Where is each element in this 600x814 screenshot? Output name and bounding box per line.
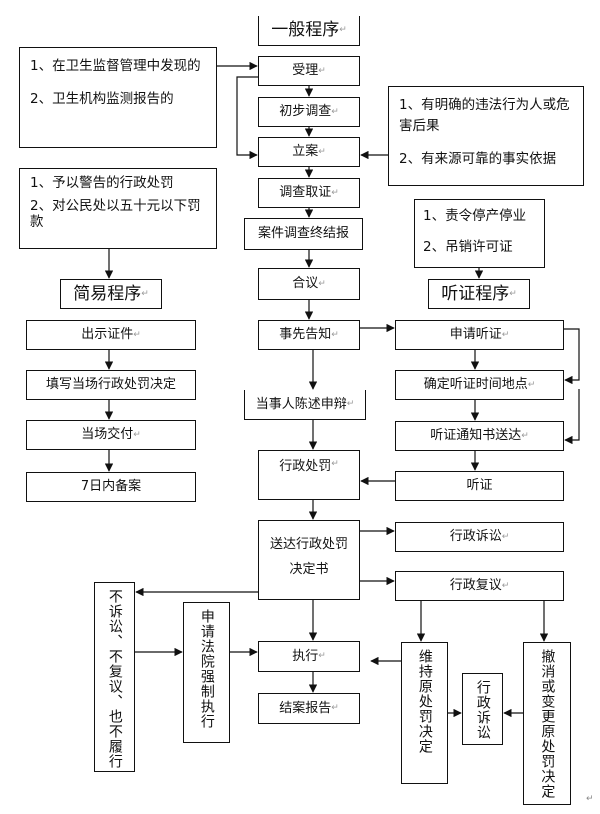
paragraph-mark: ↵ [331, 459, 339, 469]
step-preliminary-label: 初步调查 [279, 104, 332, 120]
step-closing-report-label: 结案报告 [279, 700, 332, 716]
hearing-step-apply[interactable]: 申请听证↵ [395, 320, 564, 350]
step-deliver-decision-label: 送达行政处罚决定书 [269, 537, 348, 577]
step-penalty[interactable]: 行政处罚↵ [258, 450, 360, 500]
paragraph-mark: ↵ [331, 106, 339, 117]
general-procedure-title-text: 一般程序 [271, 20, 340, 41]
paragraph-mark: ↵ [527, 379, 536, 390]
simple-step-deliver[interactable]: 当场交付↵ [26, 420, 196, 450]
simple-condition-item: 1、予以警告的行政处罚 [30, 175, 174, 191]
paragraph-mark: ↵ [501, 531, 510, 542]
remedy-revoke-change-label: 撤消或变更原处罚决定 [539, 649, 556, 799]
hearing-condition-item: 2、吊销许可证 [423, 238, 513, 255]
paragraph-mark: ↵ [133, 429, 141, 440]
paragraph-mark: ↵ [318, 278, 326, 289]
paragraph-mark: ↵ [521, 430, 529, 441]
simple-conditions-box: 1、予以警告的行政处罚 2、对公民处以五十元以下罚款 [19, 168, 217, 249]
hearing-step-label: 申请听证 [449, 327, 502, 343]
paragraph-mark: ↵ [318, 651, 326, 662]
remedy-court-enforcement-label: 申请法院强制执行 [198, 609, 215, 729]
remedy-reconsideration-label: 行政复议 [449, 578, 502, 594]
remedy-reconsideration[interactable]: 行政复议↵ [395, 571, 564, 601]
step-statement-defense-label: 当事人陈述申辩 [255, 396, 347, 412]
arrow-bypass-to-notice [564, 389, 580, 445]
simple-step-label: 出示证件 [81, 327, 134, 343]
paragraph-mark: ↵ [318, 146, 326, 157]
step-conclusion-report-label: 案件调查终结报 [257, 226, 349, 242]
filing-condition-item: 1、有明确的违法行为人或危害后果 [399, 97, 570, 134]
paragraph-mark: ↵ [501, 580, 510, 591]
case-sources-box: 1、在卫生监督管理中发现的 2、卫生机构监测报告的 [19, 47, 217, 148]
remedy-uphold-decision[interactable]: 维持原处罚决定 [401, 642, 448, 784]
paragraph-mark: ↵ [318, 65, 326, 76]
step-evidence[interactable]: 调查取证↵ [258, 178, 360, 208]
hearing-step-label: 确定听证时间地点 [423, 377, 528, 393]
remedy-litigation-vertical-label: 行政诉讼 [474, 680, 491, 740]
paragraph-mark: ↵ [509, 288, 517, 299]
remedy-litigation-label: 行政诉讼 [449, 529, 502, 545]
simple-step-label: 当场交付 [81, 427, 134, 443]
step-statement-defense[interactable]: 当事人陈述申辩↵ [244, 390, 366, 420]
simple-step-show-id[interactable]: 出示证件↵ [26, 320, 196, 350]
step-prior-notice-label: 事先告知 [279, 327, 332, 343]
simple-procedure-title-text: 简易程序 [73, 283, 142, 304]
hearing-step-hearing[interactable]: 听证 [395, 471, 564, 501]
paragraph-mark: ↵ [339, 25, 347, 36]
step-preliminary-investigation[interactable]: 初步调查↵ [258, 97, 360, 127]
simple-step-label: 填写当场行政处罚决定 [45, 377, 176, 393]
simple-step-record[interactable]: 7日内备案 [26, 472, 196, 502]
remedy-court-enforcement[interactable]: 申请法院强制执行 [183, 602, 230, 743]
arrow-apply-bypass-to-schedule [564, 328, 580, 385]
remedy-no-action-label: 不诉讼、不复议、也不履行 [106, 589, 123, 769]
case-source-item: 1、在卫生监督管理中发现的 [30, 58, 201, 74]
hearing-step-label: 听证通知书送达 [430, 428, 522, 444]
paragraph-mark: ↵ [133, 329, 141, 340]
arrow-accept-bypass-to-file [236, 76, 258, 160]
simple-condition-item: 2、对公民处以五十元以下罚款 [30, 197, 201, 231]
paragraph-mark: ↵ [141, 288, 149, 299]
step-evidence-label: 调查取证 [279, 185, 332, 201]
step-closing-report[interactable]: 结案报告↵ [258, 693, 360, 724]
paragraph-mark: ↵ [331, 703, 339, 714]
remedy-revoke-change[interactable]: 撤消或变更原处罚决定 [523, 642, 571, 805]
remedy-litigation[interactable]: 行政诉讼↵ [395, 522, 564, 552]
step-deliberation-label: 合议 [292, 276, 319, 292]
step-conclusion-report[interactable]: 案件调查终结报 [244, 218, 363, 250]
step-execute-label: 执行 [292, 648, 319, 664]
remedy-no-action[interactable]: 不诉讼、不复议、也不履行 [94, 582, 135, 772]
step-accept[interactable]: 受理↵ [258, 56, 360, 86]
step-file-case-label: 立案 [292, 144, 319, 160]
paragraph-mark: ↵ [501, 329, 510, 340]
paragraph-mark: ↵ [331, 329, 339, 340]
paragraph-mark: ↵ [331, 187, 339, 198]
paragraph-mark: ↵ [586, 794, 594, 804]
hearing-procedure-title-text: 听证程序 [441, 283, 510, 304]
simple-step-label: 7日内备案 [80, 479, 142, 495]
filing-conditions-box: 1、有明确的违法行为人或危害后果 2、有来源可靠的事实依据 [388, 86, 584, 186]
simple-procedure-title: 简易程序↵ [60, 279, 162, 309]
case-source-item: 2、卫生机构监测报告的 [30, 90, 174, 107]
hearing-procedure-title: 听证程序↵ [428, 279, 530, 309]
step-deliver-decision[interactable]: 送达行政处罚决定书 [258, 520, 360, 600]
step-prior-notice[interactable]: 事先告知↵ [258, 320, 360, 350]
general-procedure-title: 一般程序↵ [258, 16, 360, 46]
step-file-case[interactable]: 立案↵ [258, 137, 360, 167]
hearing-conditions-box: 1、责令停产停业 2、吊销许可证 [414, 199, 545, 268]
step-accept-label: 受理 [292, 63, 319, 79]
step-penalty-label: 行政处罚 [279, 459, 332, 474]
hearing-step-schedule[interactable]: 确定听证时间地点↵ [395, 370, 564, 400]
step-execute[interactable]: 执行↵ [258, 641, 360, 672]
hearing-step-notice[interactable]: 听证通知书送达↵ [395, 421, 564, 451]
hearing-condition-item: 1、责令停产停业 [423, 208, 527, 224]
filing-condition-item: 2、有来源可靠的事实依据 [399, 150, 557, 167]
hearing-step-label: 听证 [466, 478, 493, 494]
step-deliberation[interactable]: 合议↵ [258, 268, 360, 300]
paragraph-mark: ↵ [346, 399, 355, 410]
remedy-uphold-label: 维持原处罚决定 [416, 649, 433, 754]
simple-step-fill-decision[interactable]: 填写当场行政处罚决定 [26, 370, 196, 400]
remedy-litigation-vertical[interactable]: 行政诉讼 [462, 673, 503, 745]
